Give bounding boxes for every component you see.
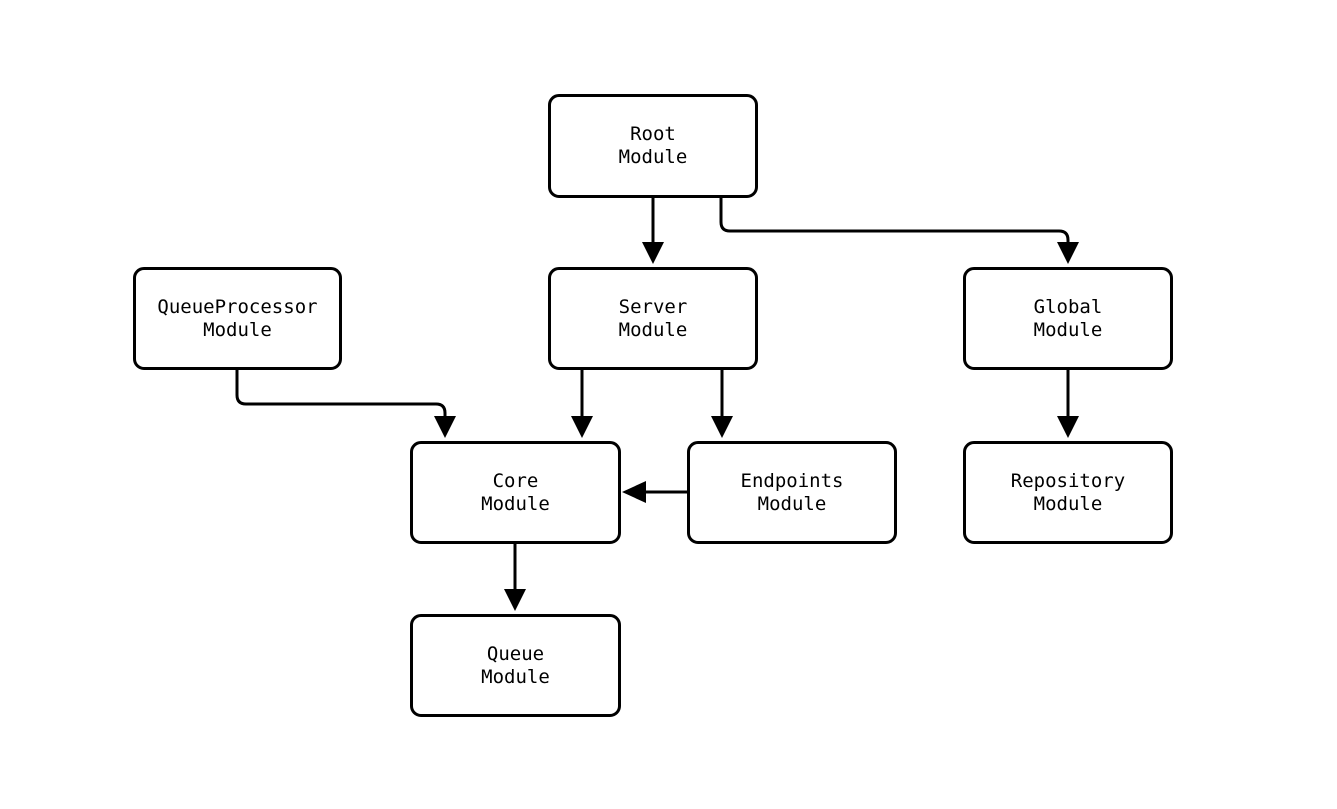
node-root-module-line1: Root bbox=[630, 123, 676, 145]
node-core-module-line1: Core bbox=[492, 469, 539, 492]
node-queue-module-line2: Module bbox=[481, 665, 550, 688]
node-queueprocessor-module-line1: QueueProcessor bbox=[157, 295, 318, 318]
arrowhead-down-icon bbox=[642, 242, 664, 264]
node-endpoints-module-line2: Module bbox=[757, 492, 827, 515]
node-server-module-line1: Server bbox=[618, 295, 688, 318]
arrowhead-down-icon bbox=[571, 416, 593, 438]
node-endpoints-module[interactable]: Endpoints Module bbox=[687, 441, 897, 544]
edge-core-queue bbox=[504, 544, 526, 611]
node-queue-module[interactable]: Queue Module bbox=[410, 614, 621, 717]
arrowhead-down-icon bbox=[504, 589, 526, 611]
node-queueprocessor-module-line2: Module bbox=[203, 318, 272, 341]
edge-endpoints-core bbox=[622, 481, 687, 503]
node-root-module-line2: Module bbox=[618, 146, 688, 168]
edge-server-endpoints bbox=[711, 370, 733, 438]
node-repository-module-line2: Module bbox=[1033, 492, 1103, 515]
arrowhead-down-icon bbox=[1057, 242, 1079, 264]
node-repository-module-line1: Repository bbox=[1010, 469, 1126, 492]
arrowhead-down-icon bbox=[434, 416, 456, 438]
node-queueprocessor-module[interactable]: QueueProcessor Module bbox=[133, 267, 342, 370]
node-core-module[interactable]: Core Module bbox=[410, 441, 621, 544]
arrowhead-left-icon bbox=[622, 481, 646, 503]
arrowhead-down-icon bbox=[711, 416, 733, 438]
edge-queueprocessor-core bbox=[235, 370, 456, 438]
node-root-module[interactable]: Root Module bbox=[548, 94, 758, 198]
node-global-module[interactable]: Global Module bbox=[963, 267, 1173, 370]
node-repository-module[interactable]: Repository Module bbox=[963, 441, 1173, 544]
edge-root-server bbox=[642, 198, 664, 264]
node-server-module-line2: Module bbox=[618, 318, 688, 341]
arrowhead-down-icon bbox=[1057, 416, 1079, 438]
node-queue-module-line1: Queue bbox=[486, 642, 545, 665]
node-server-module[interactable]: Server Module bbox=[548, 267, 758, 370]
edge-global-repository bbox=[1057, 370, 1079, 438]
node-global-module-line1: Global bbox=[1033, 295, 1103, 318]
node-endpoints-module-line1: Endpoints bbox=[740, 469, 844, 492]
edge-server-core bbox=[571, 370, 593, 438]
node-core-module-line2: Module bbox=[481, 492, 550, 515]
edge-root-global bbox=[719, 198, 1079, 264]
node-global-module-line2: Module bbox=[1033, 318, 1103, 341]
